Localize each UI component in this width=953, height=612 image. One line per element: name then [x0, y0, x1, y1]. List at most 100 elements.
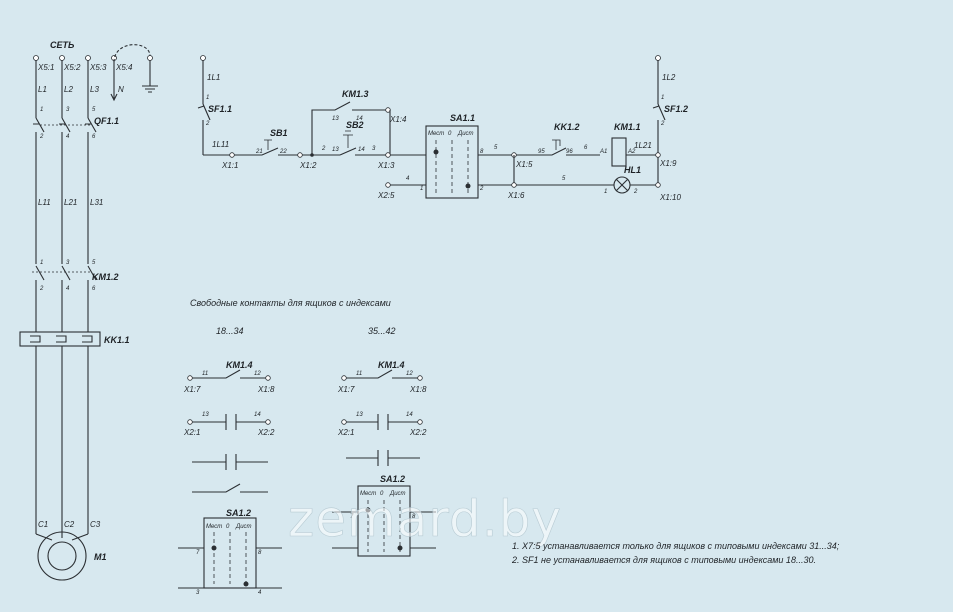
svg-text:96: 96 [566, 149, 573, 155]
svg-text:Мест: Мест [360, 491, 376, 497]
svg-text:A1: A1 [599, 149, 607, 155]
svg-text:Дист: Дист [457, 131, 474, 137]
svg-text:8: 8 [258, 550, 262, 556]
svg-text:KM1.2: KM1.2 [92, 272, 119, 282]
svg-text:14: 14 [406, 412, 413, 418]
svg-text:14: 14 [254, 412, 261, 418]
svg-text:13: 13 [356, 412, 363, 418]
terminal-x1-9: X1:9 [659, 159, 677, 168]
svg-text:3: 3 [372, 146, 376, 152]
svg-text:X1:7: X1:7 [337, 385, 355, 394]
svg-text:1: 1 [661, 95, 664, 101]
svg-text:5: 5 [92, 260, 96, 266]
svg-text:13: 13 [202, 412, 209, 418]
svg-text:2: 2 [660, 121, 665, 127]
free-contacts-title: Свободные контакты для ящиков с индексам… [190, 298, 391, 308]
svg-text:2: 2 [39, 134, 44, 140]
svg-text:5: 5 [494, 145, 498, 151]
km1-3-label: KM1.3 [342, 89, 369, 99]
svg-text:4: 4 [66, 134, 70, 140]
terminal-x5-1: X5:1 [37, 63, 54, 72]
svg-text:12: 12 [406, 371, 413, 377]
pushbutton-sb2: SB2 13 14 [330, 120, 388, 156]
svg-text:13: 13 [332, 147, 339, 153]
svg-text:95: 95 [538, 149, 545, 155]
svg-text:1: 1 [420, 186, 423, 192]
svg-text:KK1.2: KK1.2 [554, 122, 580, 132]
svg-text:X1:8: X1:8 [257, 385, 275, 394]
svg-text:5: 5 [92, 107, 96, 113]
left-supply: 1L1 [207, 73, 220, 82]
terminal-x5-4: X5:4 [115, 63, 133, 72]
group-right-range: 35...42 [368, 326, 396, 336]
svg-text:M1: M1 [94, 552, 107, 562]
svg-text:0: 0 [448, 131, 452, 137]
svg-text:1L21: 1L21 [634, 141, 652, 150]
svg-text:KM1.4: KM1.4 [378, 360, 405, 370]
svg-text:1L11: 1L11 [212, 140, 229, 149]
phase-l2: L2 [64, 85, 73, 94]
terminal-x1-5: X1:5 [515, 160, 533, 169]
svg-text:2: 2 [321, 146, 326, 152]
group-left-range: 18...34 [216, 326, 244, 336]
aux-contacts-right: KM1.4 11 12 X1:7 X1:8 13 14 X2:1 X2:2 SA… [332, 360, 436, 557]
svg-text:5: 5 [562, 176, 566, 182]
svg-text:12: 12 [254, 371, 261, 377]
svg-text:3: 3 [66, 260, 70, 266]
line-l21: L21 [64, 198, 77, 207]
svg-text:3: 3 [196, 590, 200, 596]
sf1-1-label: SF1.1 [208, 104, 232, 114]
svg-text:X1:7: X1:7 [183, 385, 201, 394]
terminal-x2-5: X2:5 [377, 191, 395, 200]
svg-text:7: 7 [350, 514, 354, 520]
svg-text:3: 3 [66, 107, 70, 113]
svg-text:SA1.2: SA1.2 [380, 474, 405, 484]
svg-text:21: 21 [255, 149, 263, 155]
phase-n: N [118, 85, 124, 94]
svg-text:SB1: SB1 [270, 128, 288, 138]
svg-text:6: 6 [92, 286, 96, 292]
svg-text:8: 8 [412, 514, 416, 520]
svg-text:KM1.4: KM1.4 [226, 360, 253, 370]
svg-text:11: 11 [202, 371, 208, 377]
svg-text:1: 1 [40, 107, 43, 113]
motor-pin-c1: C1 [38, 520, 48, 529]
terminal-x1-1: X1:1 [221, 161, 238, 170]
lamp-hl1: HL1 1 2 [604, 165, 641, 195]
svg-text:2: 2 [479, 186, 484, 192]
svg-text:SB2: SB2 [346, 120, 364, 130]
svg-text:4: 4 [66, 286, 70, 292]
svg-text:14: 14 [356, 116, 363, 122]
svg-text:1: 1 [40, 260, 43, 266]
svg-text:1: 1 [206, 95, 209, 101]
svg-text:X1:8: X1:8 [409, 385, 427, 394]
terminal-x1-10: X1:10 [659, 193, 681, 202]
svg-text:0: 0 [380, 491, 384, 497]
motor-m1: M1 [37, 531, 107, 581]
svg-text:6: 6 [92, 134, 96, 140]
motor-pin-c3: C3 [90, 520, 101, 529]
pushbutton-sb1: SB1 21 22 [250, 128, 300, 156]
terminal-x1-3: X1:3 [377, 161, 395, 170]
phase-l3: L3 [90, 85, 99, 94]
svg-text:11: 11 [356, 371, 362, 377]
svg-text:13: 13 [332, 116, 339, 122]
terminal-x1-4: X1:4 [389, 115, 407, 124]
svg-text:4: 4 [258, 590, 262, 596]
svg-text:SA1.1: SA1.1 [450, 113, 475, 123]
note-1: 1. X7:5 устанавливается только для ящико… [512, 541, 840, 551]
svg-text:Дист: Дист [235, 524, 252, 530]
svg-text:A2: A2 [627, 149, 636, 155]
svg-text:14: 14 [358, 147, 365, 153]
svg-text:KM1.1: KM1.1 [614, 122, 641, 132]
svg-text:X2:1: X2:1 [183, 428, 200, 437]
svg-text:Мест: Мест [206, 524, 222, 530]
svg-text:Дист: Дист [389, 491, 406, 497]
svg-text:0: 0 [226, 524, 230, 530]
right-supply: 1L2 [662, 73, 676, 82]
sf1-2-label: SF1.2 [664, 104, 688, 114]
